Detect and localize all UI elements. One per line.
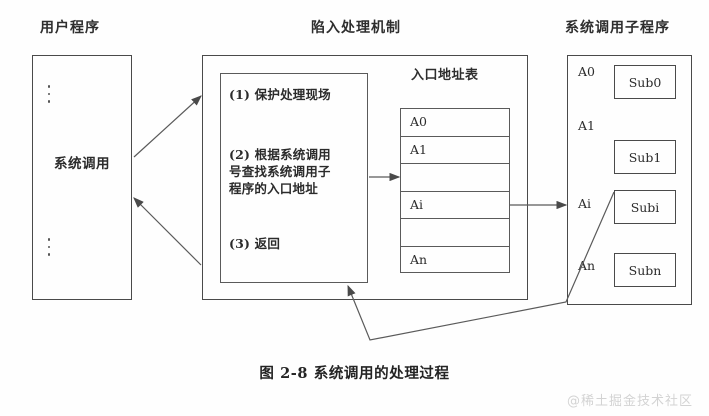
figure-caption: 图 2-8 系统调用的处理过程	[259, 365, 450, 382]
subroutine-box: Sub0	[614, 65, 676, 99]
entry-table-row: Ai	[401, 192, 509, 219]
subroutine-box: Subn	[614, 253, 676, 287]
user-program-box	[32, 55, 132, 300]
entry-row-label: A1	[410, 141, 427, 157]
entry-row-label: Ai	[410, 196, 424, 212]
heading-syscall-subroutine: 系统调用子程序	[565, 20, 670, 36]
trap-step-2: (2) 根据系统调用 号查找系统调用子 程序的入口地址	[229, 147, 331, 196]
watermark: @稀土掘金技术社区	[566, 394, 693, 409]
entry-table-row	[401, 164, 509, 192]
trap-step-3: (3) 返回	[229, 236, 281, 251]
entry-address-table-title: 入口地址表	[411, 68, 479, 83]
entry-row-label: An	[410, 251, 428, 267]
arrow-call-to-trap	[133, 95, 202, 158]
vertical-dots-icon	[44, 238, 54, 256]
subroutine-address-label: Ai	[578, 196, 592, 211]
entry-address-table: A0 A1 Ai An	[400, 108, 510, 273]
heading-user-program: 用户程序	[40, 20, 100, 36]
subroutine-box: Sub1	[614, 140, 676, 174]
trap-step-1: (1) 保护处理现场	[229, 87, 331, 102]
vertical-dots-icon	[44, 85, 54, 103]
system-call-label: 系统调用	[54, 156, 110, 172]
entry-table-row: A1	[401, 137, 509, 164]
entry-table-row	[401, 219, 509, 247]
entry-row-label: A0	[410, 114, 427, 129]
subroutine-address-label: A0	[578, 64, 595, 79]
entry-table-row: An	[401, 247, 509, 275]
entry-table-row: A0	[401, 109, 509, 137]
subroutine-box: Subi	[614, 190, 676, 224]
trap-steps-box	[220, 73, 368, 283]
subroutine-address-label: An	[578, 258, 596, 273]
subroutine-address-label: A1	[578, 118, 595, 133]
arrow-return-to-user	[133, 197, 202, 266]
heading-trap-mechanism: 陷入处理机制	[311, 20, 401, 36]
